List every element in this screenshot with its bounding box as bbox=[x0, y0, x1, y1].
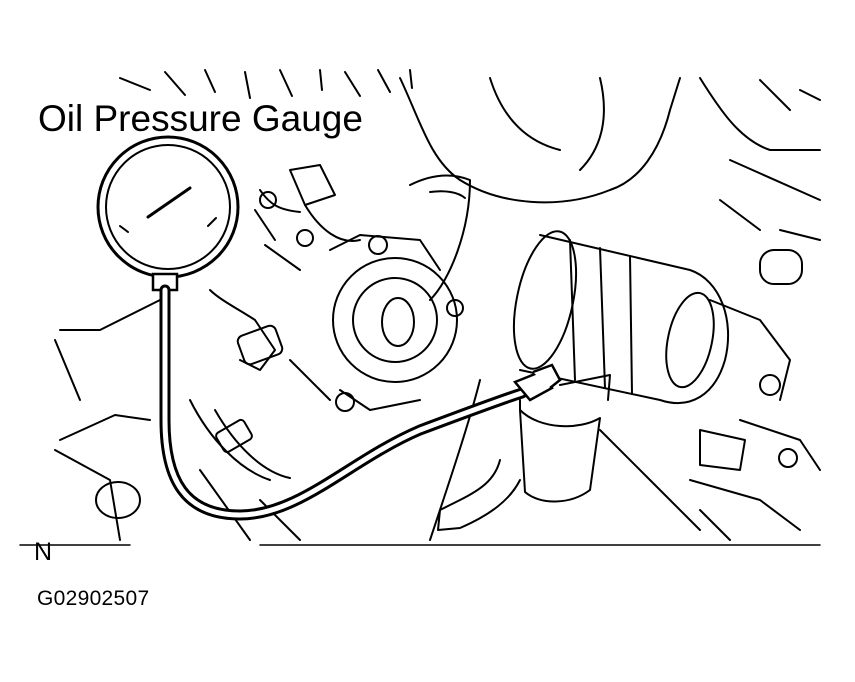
bracket-lines bbox=[254, 189, 301, 271]
pump-housing bbox=[329, 234, 441, 411]
gauge-title-label: Oil Pressure Gauge bbox=[38, 98, 363, 139]
pump-bolt-1 bbox=[368, 235, 388, 255]
block-contour-2 bbox=[579, 77, 605, 171]
upper-hose bbox=[304, 204, 361, 242]
hose-connector-nut bbox=[532, 363, 562, 389]
left-lower-lines bbox=[54, 414, 151, 541]
cylinder-ribs bbox=[569, 239, 633, 395]
sensor-lead bbox=[289, 359, 331, 401]
right-lower-parts bbox=[709, 299, 821, 471]
sensor-body bbox=[236, 324, 284, 366]
right-upper-parts bbox=[699, 77, 821, 151]
bracket-bolt bbox=[259, 191, 277, 209]
right-middle-lines bbox=[719, 159, 821, 241]
right-bottom-lines bbox=[689, 479, 801, 541]
sensor-tube bbox=[209, 289, 276, 371]
cylinder-cap bbox=[665, 291, 715, 389]
gauge-bezel bbox=[96, 135, 240, 279]
hose-clamp-lower bbox=[215, 418, 253, 454]
view-marker-label: N bbox=[34, 538, 53, 566]
pulley-middle bbox=[352, 277, 438, 363]
filter-drain-pipe bbox=[437, 459, 521, 531]
gauge-face bbox=[105, 144, 231, 270]
hose-band bbox=[429, 190, 466, 199]
large-hose bbox=[409, 174, 471, 301]
hatch-lines bbox=[119, 69, 413, 99]
pulley-outer bbox=[332, 257, 458, 383]
block-contour bbox=[489, 77, 561, 151]
filter-bracket bbox=[519, 374, 611, 411]
lower-hose bbox=[189, 399, 291, 481]
pump-bolt-3 bbox=[446, 299, 464, 317]
hose-clamp-top bbox=[289, 164, 336, 206]
pulley-hub bbox=[381, 297, 415, 347]
cylinder-body bbox=[519, 234, 730, 405]
left-ring bbox=[95, 481, 141, 519]
right-bolt bbox=[759, 374, 781, 396]
left-upper-lines bbox=[54, 299, 161, 401]
engine-block-top bbox=[399, 77, 681, 204]
right-bracket bbox=[699, 429, 746, 471]
gauge-needle-icon bbox=[146, 186, 192, 219]
gauge-hose bbox=[159, 284, 562, 521]
engine-background bbox=[54, 69, 821, 541]
filter-area-lines bbox=[429, 379, 701, 541]
oil-filter bbox=[519, 409, 601, 503]
figure-code-label: G02902507 bbox=[37, 587, 150, 610]
right-cap bbox=[759, 249, 803, 285]
bracket-bolt-2 bbox=[296, 229, 314, 247]
oil-pressure-gauge bbox=[96, 135, 240, 292]
gauge-scale-marks bbox=[119, 217, 217, 233]
pump-bolt-2 bbox=[335, 392, 355, 412]
right-bolt-2 bbox=[778, 448, 798, 468]
